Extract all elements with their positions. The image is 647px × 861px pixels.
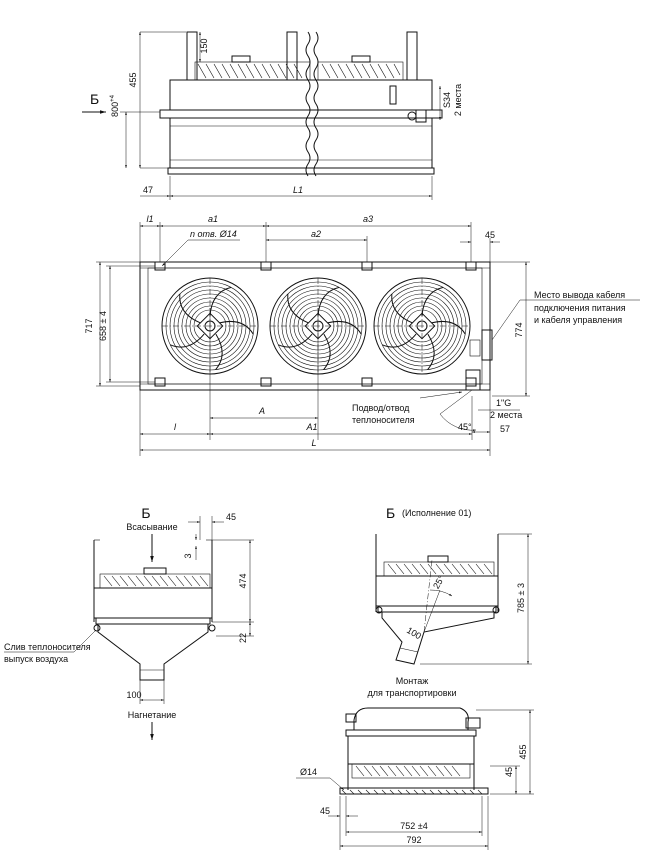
dim-474: 474 — [238, 573, 248, 588]
dim-l1-plan: l1 — [146, 214, 153, 224]
mounting-holes — [154, 261, 477, 387]
side-view: 455 150 800+4 Б S34 2 места 47 L1 — [82, 31, 463, 200]
dim-57: 57 — [500, 424, 510, 434]
section-b01-variant: (Исполнение 01) — [402, 508, 471, 518]
dim-45-transport: 45 — [320, 806, 330, 816]
dim-100-b: 100 — [126, 690, 141, 700]
dim-a3: a3 — [363, 214, 373, 224]
cable-note-line2: подключения питания — [534, 303, 626, 313]
dim-752: 752 ±4 — [400, 821, 427, 831]
transport-title-line1: Монтаж — [396, 676, 429, 686]
dim-22: 22 — [238, 633, 248, 643]
transport-view: Монтаж для транспортировки 455 45 Ø14 45 — [296, 676, 534, 850]
section-b: Б Всасывание 45 3 474 22 — [4, 505, 254, 740]
section-b-title: Б — [141, 505, 150, 521]
angle-45: 45° — [458, 422, 472, 432]
dim-a2: a2 — [311, 229, 321, 239]
note-2-places-plan: 2 места — [490, 410, 522, 420]
dim-150: 150 — [199, 38, 209, 53]
coolant-note-line2: теплоносителя — [352, 415, 415, 425]
drain-note-line1: Слив теплоносителя — [4, 642, 91, 652]
dim-s34: S34 — [442, 92, 452, 108]
section-b-variant-01: Б (Исполнение 01) 25° 100 785 ± 3 — [375, 505, 532, 665]
dim-455: 455 — [128, 72, 138, 87]
fan-3 — [373, 277, 471, 375]
dim-L1-side: L1 — [293, 185, 303, 195]
dim-774: 774 — [514, 322, 524, 337]
plan-view: l1 a1 a3 a2 45 n отв. Ø14 717 658 ± 4 77… — [84, 214, 640, 456]
cable-note-line1: Место вывода кабеля — [534, 290, 625, 300]
dim-45-vertical: 45 — [504, 767, 514, 777]
dim-717: 717 — [84, 318, 94, 333]
drain-note-line2: выпуск воздуха — [4, 654, 68, 664]
holes-note: n отв. Ø14 — [190, 229, 237, 239]
cable-note-line3: и кабеля управления — [534, 315, 622, 325]
section-b01-title: Б — [386, 505, 395, 521]
dim-A1: A1 — [305, 422, 317, 432]
dim-14-hole: Ø14 — [300, 767, 317, 777]
dim-785: 785 ± 3 — [516, 583, 526, 613]
dim-658: 658 ± 4 — [98, 311, 108, 341]
dim-L: L — [311, 438, 316, 448]
dim-100-b01: 100 — [405, 625, 423, 641]
dim-45-b: 45 — [226, 512, 236, 522]
dim-800: 800+4 — [110, 94, 120, 117]
dim-A: A — [258, 406, 265, 416]
dim-a1: a1 — [208, 214, 218, 224]
dim-l: l — [174, 422, 177, 432]
dim-792: 792 — [406, 835, 421, 845]
side-fan-guard-hatching — [197, 63, 401, 79]
thread-size: 1"G — [496, 398, 511, 408]
transport-title-line2: для транспортировки — [367, 688, 456, 698]
dim-3: 3 — [183, 553, 193, 558]
dim-47: 47 — [143, 185, 153, 195]
note-2-places-side: 2 места — [453, 84, 463, 116]
coolant-note-line1: Подвод/отвод — [352, 403, 410, 413]
discharge-label: Нагнетание — [128, 710, 177, 720]
intake-label: Всасывание — [126, 522, 177, 532]
view-arrow-letter: Б — [90, 91, 99, 107]
dim-455-transport: 455 — [518, 744, 528, 759]
dim-45-plan: 45 — [485, 230, 495, 240]
